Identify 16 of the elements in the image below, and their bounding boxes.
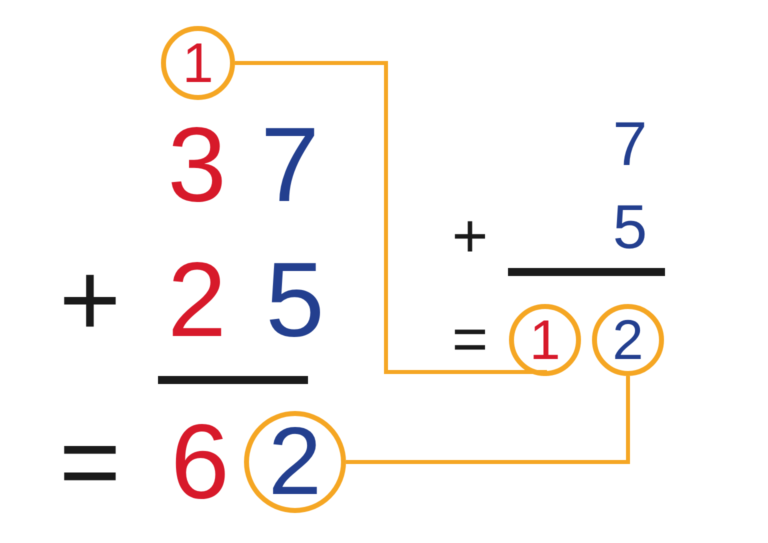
digit: 5 bbox=[612, 197, 648, 259]
circled-digit: 1 bbox=[161, 26, 235, 100]
circled-digit: 2 bbox=[592, 304, 664, 376]
circled-digit: 2 bbox=[244, 411, 346, 513]
circled-digit: 1 bbox=[509, 304, 581, 376]
plus-sign: + bbox=[59, 247, 121, 353]
digit: 7 bbox=[260, 112, 320, 218]
equals-sign: = bbox=[59, 409, 121, 515]
digit: 2 bbox=[168, 247, 226, 353]
digit: 3 bbox=[168, 112, 226, 218]
digit: 6 bbox=[170, 409, 230, 515]
equals-sign: = bbox=[452, 309, 488, 371]
connector-line bbox=[346, 376, 630, 464]
digit: 5 bbox=[266, 247, 324, 353]
digit: 7 bbox=[612, 114, 648, 176]
plus-sign: + bbox=[452, 206, 488, 268]
